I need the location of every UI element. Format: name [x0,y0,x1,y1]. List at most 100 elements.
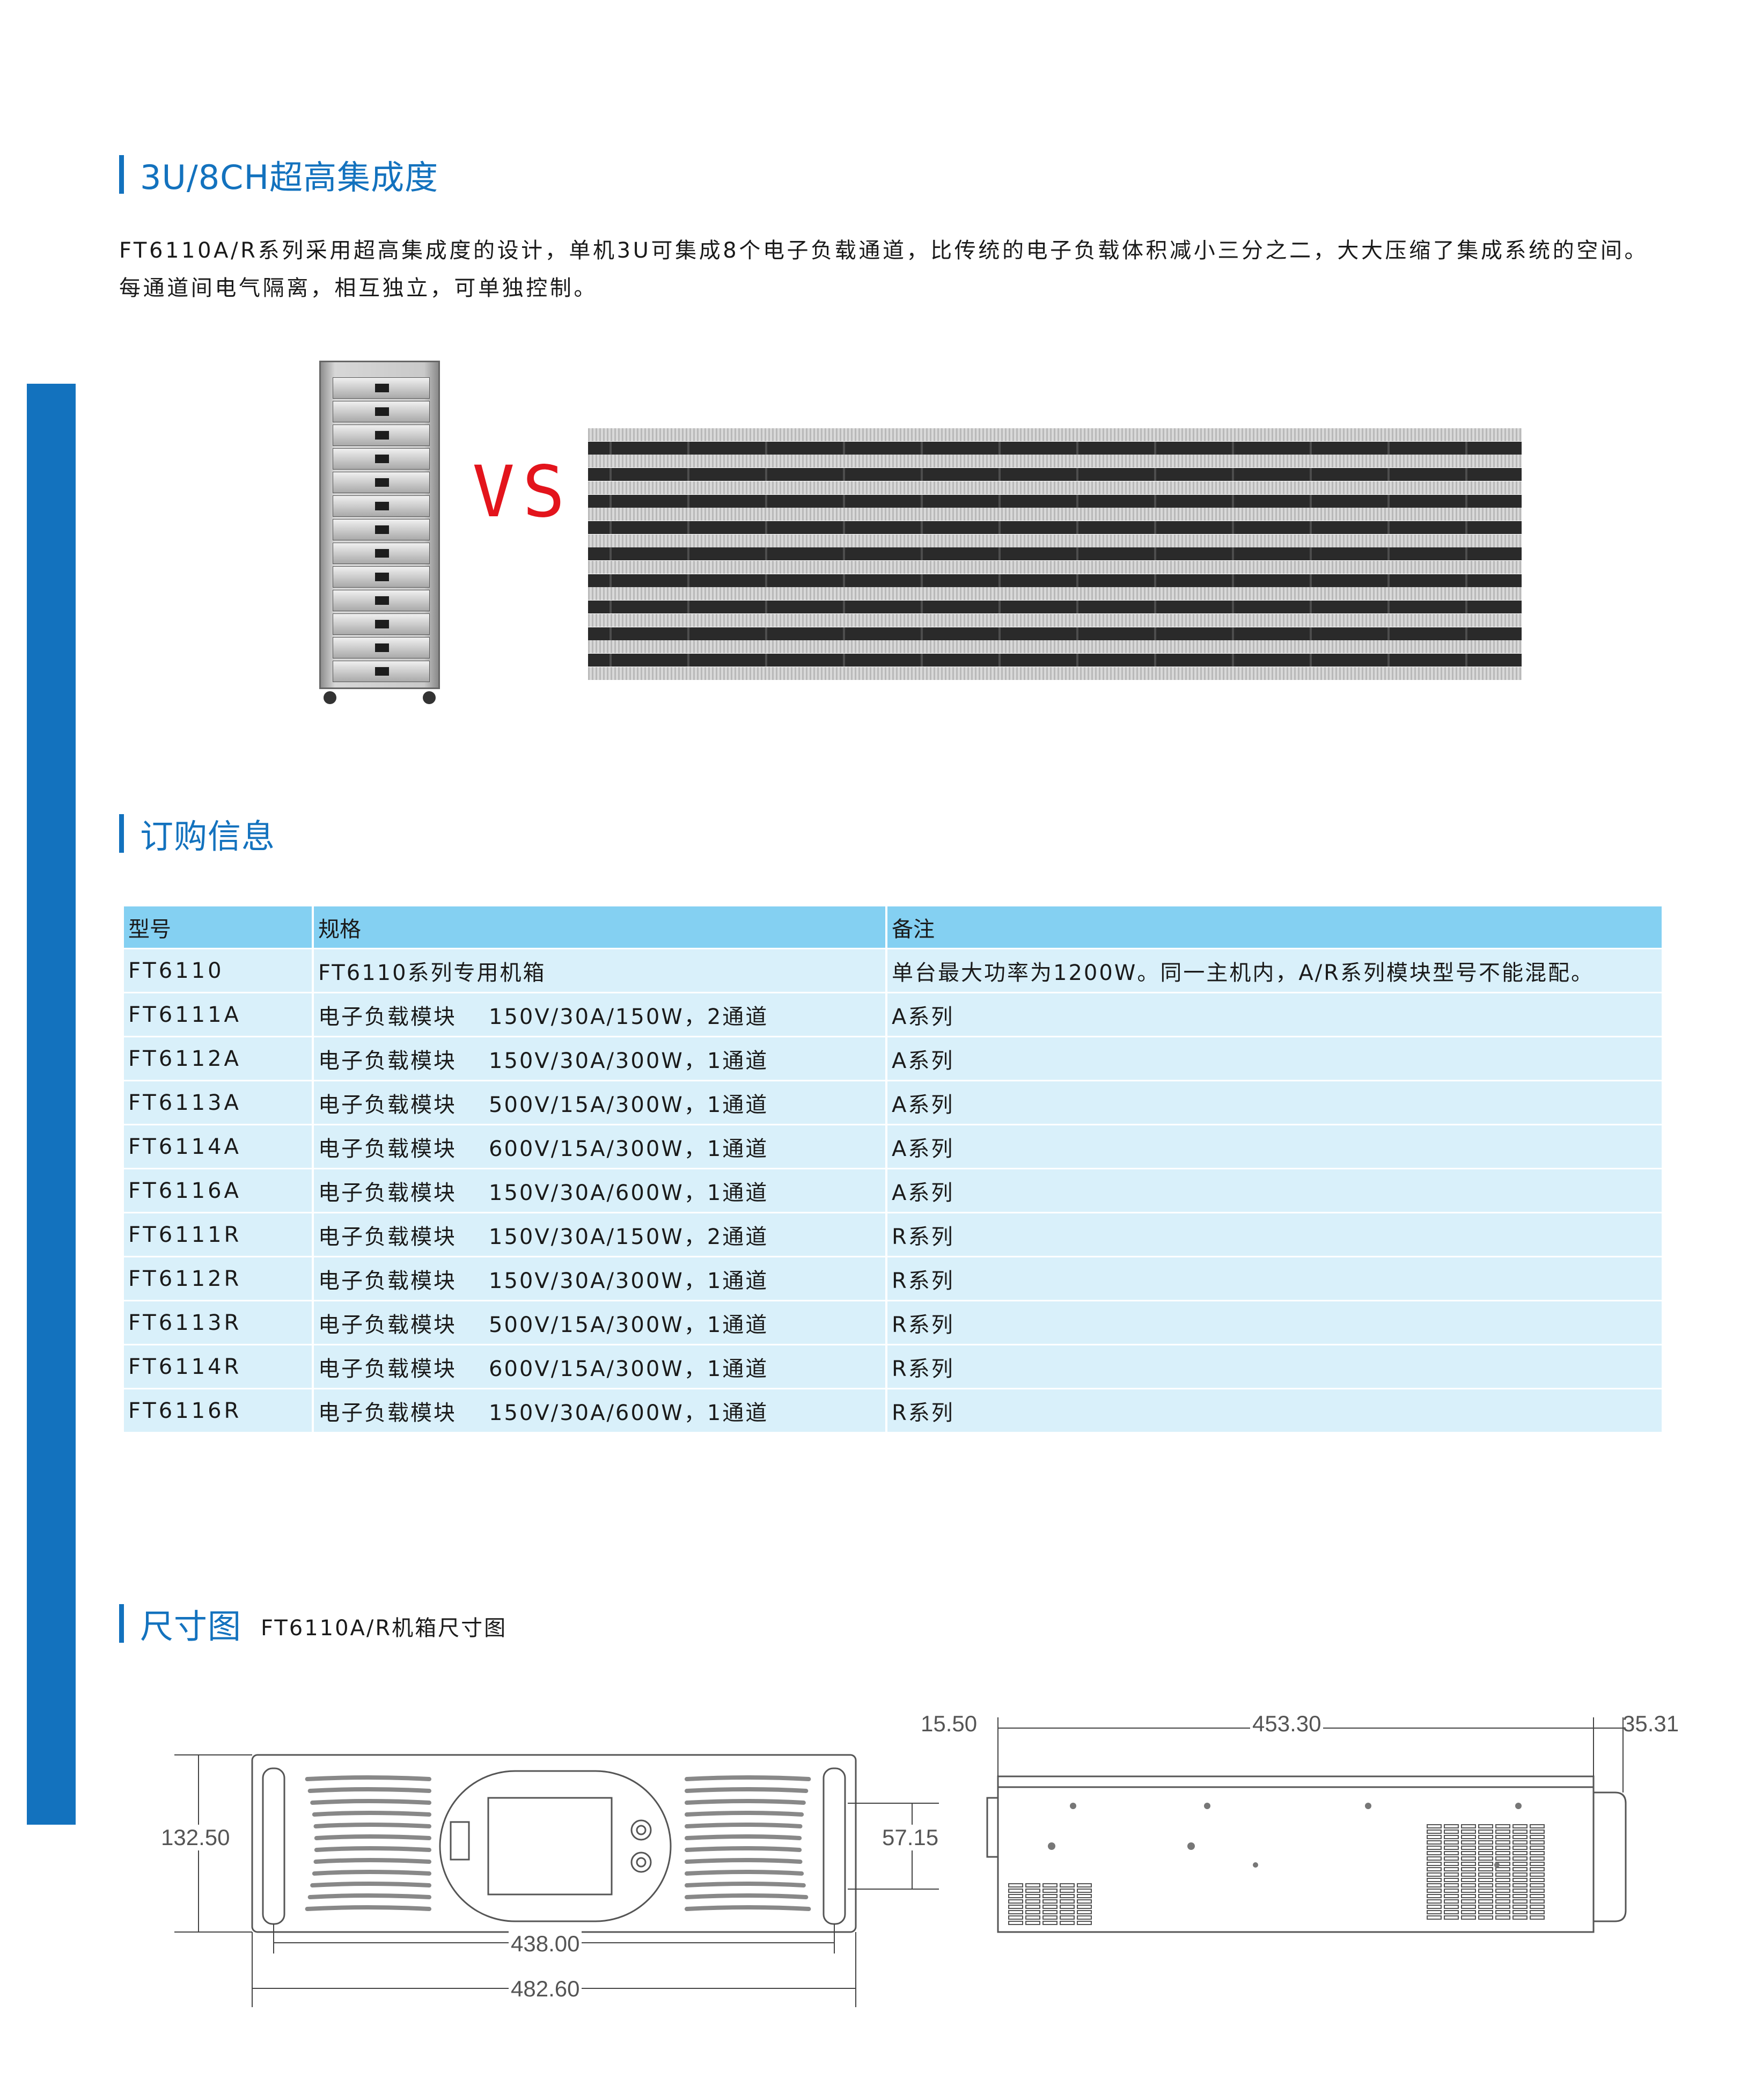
heading-marker [119,1604,124,1643]
load-unit-strip [588,613,1522,627]
spec-value: 500V/15A/300W，1通道 [489,1312,769,1337]
spec-name: FT6110系列专用机箱 [318,960,546,985]
rack-unit [333,637,430,658]
section-title: 订购信息 [140,817,276,856]
load-unit-strip [588,601,1522,614]
traditional-loads-image [588,428,1522,681]
cell-note: R系列 [887,1213,1662,1256]
rack-unit [333,566,430,588]
rack-unit [333,519,430,540]
cell-model: FT6114R [124,1345,312,1388]
side-view-drawing [986,1717,1627,1933]
cell-note: 单台最大功率为1200W。同一主机内，A/R系列模块型号不能混配。 [887,949,1662,992]
load-unit-strip [588,468,1522,481]
load-unit-strip [588,640,1522,654]
spec-value: 150V/30A/150W，2通道 [489,1004,769,1029]
rack-unit [333,472,430,493]
section-subtitle: FT6110A/R机箱尺寸图 [261,1616,508,1641]
section-heading-dimensions: 尺寸图 FT6110A/R机箱尺寸图 [119,1599,507,1648]
cell-note: A系列 [887,1169,1662,1212]
load-unit-strip [588,441,1522,455]
load-unit-strip [588,481,1522,494]
spec-name: 电子负载模块 [318,1268,457,1293]
cell-model: FT6111R [124,1213,312,1256]
rack-unit [333,613,430,635]
rack-cabinet-image [319,361,440,704]
cell-model: FT6116A [124,1169,312,1212]
cell-model: FT6111A [124,993,312,1036]
header-note: 备注 [887,906,1662,948]
load-unit-strip [588,561,1522,574]
spec-value: 600V/15A/300W，1通道 [489,1356,769,1381]
cell-model: FT6110 [124,949,312,992]
load-unit-strip [588,508,1522,521]
section-heading-integration: 3U/8CH超高集成度 [119,150,438,199]
spec-value: 150V/30A/300W，1通道 [489,1048,769,1073]
dim-outer-width: 482.60 [509,1976,582,2002]
load-unit-strip [588,587,1522,601]
load-unit-strip [588,455,1522,468]
heading-marker [119,155,124,194]
wheel-icon [324,691,336,704]
rack-unit [333,495,430,517]
dim-front-height: 132.50 [159,1825,232,1850]
load-unit-strip [588,574,1522,587]
rack-unit [333,661,430,682]
cell-spec: 电子负载模块 500V/15A/300W，1通道 [314,1301,885,1344]
cell-model: FT6113R [124,1301,312,1344]
cell-spec: 电子负载模块 150V/30A/600W，1通道 [314,1169,885,1212]
load-unit-strip [588,494,1522,508]
dim-rear-depth: 35.31 [1622,1711,1679,1736]
spec-name: 电子负载模块 [318,1312,457,1337]
vs-label: VS [472,451,572,533]
wheel-icon [423,691,436,704]
heading-marker [119,814,124,853]
dim-handle-span: 57.15 [880,1825,941,1850]
section-title: 3U/8CH超高集成度 [140,158,439,197]
cell-model: FT6116R [124,1389,312,1432]
load-unit-strip [588,428,1522,441]
spec-name: 电子负载模块 [318,1136,457,1161]
cell-note: R系列 [887,1389,1662,1432]
spec-name: 电子负载模块 [318,1180,457,1205]
section-title: 尺寸图 [140,1607,242,1646]
cell-spec: 电子负载模块 600V/15A/300W，1通道 [314,1345,885,1388]
spec-value: 150V/30A/600W，1通道 [489,1180,769,1205]
table-header-row: 型号 规格 备注 [124,906,1662,948]
spec-name: 电子负载模块 [318,1356,457,1381]
section-heading-ordering: 订购信息 [119,809,275,858]
load-unit-strip [588,627,1522,640]
cell-model: FT6113A [124,1081,312,1124]
spec-name: 电子负载模块 [318,1224,457,1249]
spec-name: 电子负载模块 [318,1092,457,1117]
cell-note: R系列 [887,1257,1662,1300]
rack-unit [333,543,430,564]
spec-value: 150V/30A/150W，2通道 [489,1224,769,1249]
load-unit-strip [588,534,1522,547]
header-model: 型号 [124,906,312,948]
load-unit-strip [588,667,1522,680]
spec-name: 电子负载模块 [318,1004,457,1029]
header-spec: 规格 [314,906,885,948]
front-view-drawing [174,1754,939,2007]
side-accent-bar [27,384,76,1825]
load-unit-strip [588,547,1522,561]
dim-front-depth: 15.50 [921,1711,978,1736]
cell-model: FT6114A [124,1125,312,1168]
rack-unit [333,448,430,470]
cell-model: FT6112R [124,1257,312,1300]
load-unit-strip [588,653,1522,667]
